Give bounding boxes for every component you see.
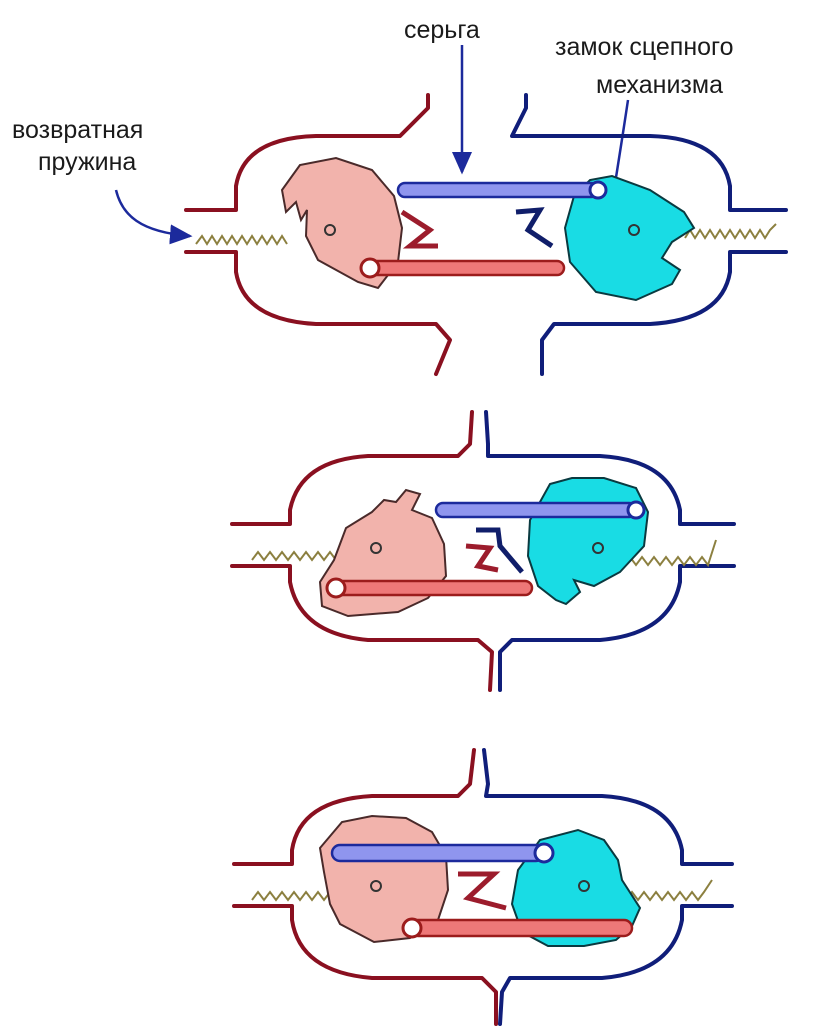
red-link-pin [361, 259, 379, 277]
blue-link-bar [332, 845, 544, 861]
spring-label-line1: возвратная [12, 116, 143, 144]
lock-label-line1: замок сцепного [555, 33, 734, 61]
stage-uncoupled [186, 95, 786, 374]
blue-link-pin [590, 182, 606, 198]
spring-pointer-arrow [116, 190, 190, 236]
stage-coupled [234, 750, 732, 1024]
stage-engaging [232, 412, 734, 690]
blue-link-pin [535, 844, 553, 862]
left-return-spring [196, 236, 287, 244]
red-link-bar [410, 920, 632, 936]
left-z-mark [466, 546, 498, 570]
red-link-bar [334, 581, 532, 595]
right-return-spring [626, 880, 712, 900]
blue-link-bar [398, 183, 598, 197]
spring-label-line2: пружина [38, 148, 136, 176]
red-link-pin [403, 919, 421, 937]
lock-label-line2: механизма [596, 71, 723, 99]
red-link-bar [368, 261, 564, 275]
blue-link-pin [628, 502, 644, 518]
left-return-spring [252, 552, 336, 560]
red-link-pin [327, 579, 345, 597]
right-lock [528, 478, 648, 604]
right-return-spring [685, 224, 776, 238]
left-z-mark [458, 874, 506, 908]
left-return-spring [252, 892, 336, 900]
left-z-mark [402, 212, 438, 246]
right-z-mark [516, 210, 552, 246]
link-label: серьга [404, 16, 480, 44]
blue-link-bar [436, 503, 636, 517]
